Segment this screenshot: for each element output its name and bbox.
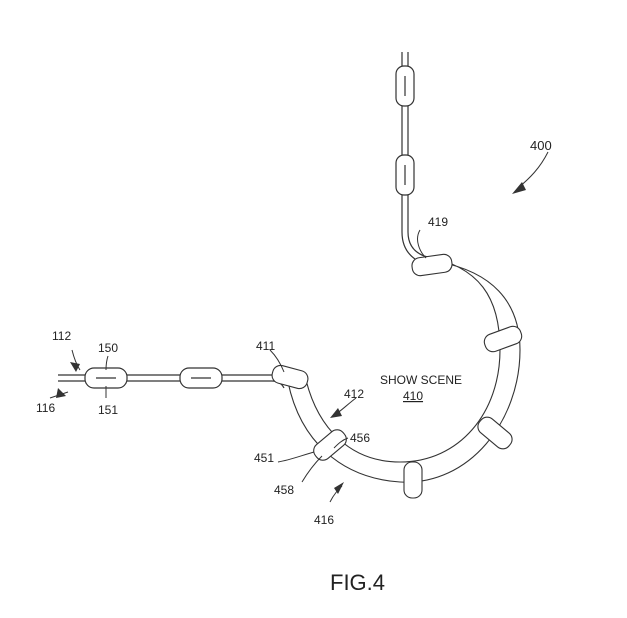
label-112: 112: [52, 329, 71, 343]
label-412: 412: [344, 387, 364, 401]
label-150: 150: [98, 341, 118, 355]
label-456: 456: [350, 431, 370, 445]
arrow-112-head: [70, 362, 80, 372]
label-458: 458: [274, 483, 294, 497]
vehicles-straight: [85, 368, 222, 388]
label-411: 411: [256, 339, 275, 353]
arrow-412-head: [330, 408, 342, 418]
show-scene-number: 410: [403, 389, 423, 403]
label-151: 151: [98, 403, 118, 417]
label-116: 116: [36, 401, 55, 415]
label-419: 419: [428, 215, 448, 229]
arrow-400-head: [512, 182, 526, 194]
vehicles-vertical: [396, 66, 414, 195]
figure-caption: FIG.4: [330, 570, 385, 595]
arrow-416-head: [334, 482, 344, 494]
label-400: 400: [530, 138, 552, 153]
label-416: 416: [314, 513, 334, 527]
label-451: 451: [254, 451, 274, 465]
show-scene-title: SHOW SCENE: [380, 373, 462, 387]
leader-lines: [72, 230, 426, 482]
